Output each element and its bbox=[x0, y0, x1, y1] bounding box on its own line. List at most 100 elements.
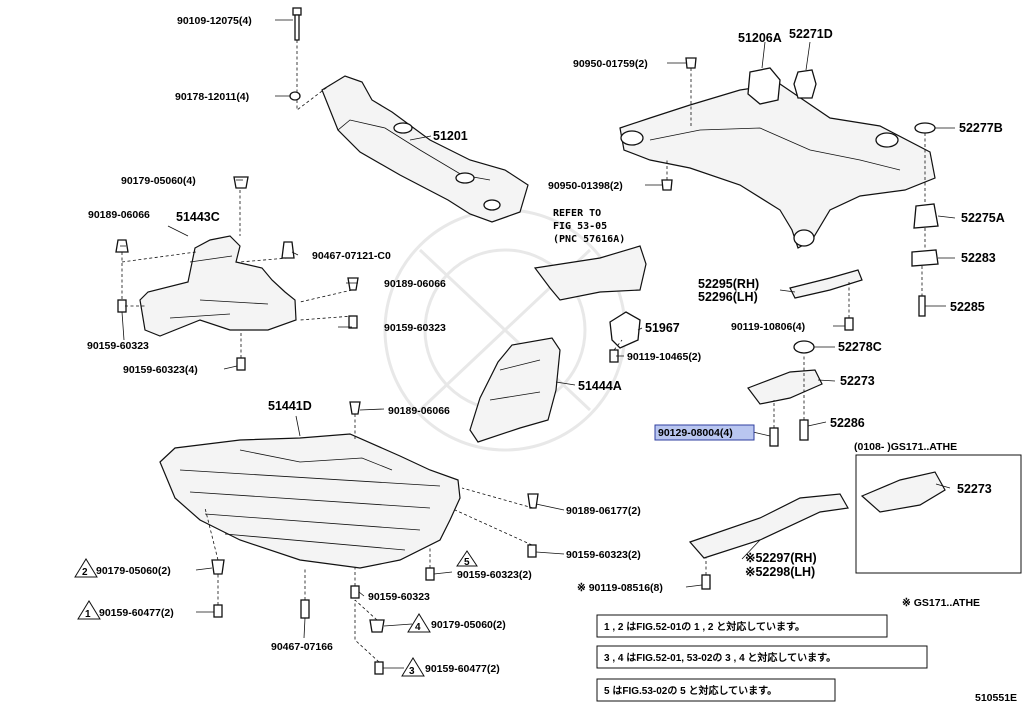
bolt-90129-08004[interactable] bbox=[769, 427, 779, 447]
clip-90189-06066-c[interactable] bbox=[349, 401, 361, 415]
bolt-90159-60323-a[interactable] bbox=[117, 299, 127, 313]
refer-text-3: (PNC 57616A) bbox=[553, 234, 625, 245]
label-90179-05060-2a: 90179-05060(2) bbox=[96, 565, 171, 577]
note-1: 1 , 2 はFIG.52-01の 1 , 2 と対応しています。 bbox=[596, 614, 888, 638]
label-51441d: 51441D bbox=[268, 399, 312, 413]
label-52295: 52295(RH) bbox=[698, 277, 759, 291]
label-52275a: 52275A bbox=[961, 211, 1005, 225]
shield-51444a[interactable] bbox=[469, 337, 561, 443]
label-51967: 51967 bbox=[645, 321, 680, 335]
bolt-90467-07166[interactable] bbox=[300, 599, 310, 619]
svg-text:3: 3 bbox=[409, 666, 415, 677]
label-52296: 52296(LH) bbox=[698, 290, 758, 304]
svg-text:2: 2 bbox=[82, 567, 88, 578]
clip-90189-06177[interactable] bbox=[527, 493, 539, 509]
crossmember-51201[interactable] bbox=[321, 75, 529, 223]
clip-90467-07121[interactable] bbox=[281, 241, 295, 259]
marker-triangle-2: 2 bbox=[74, 558, 98, 578]
washer-52277b[interactable] bbox=[914, 122, 936, 134]
clip-90179-05060-2b[interactable] bbox=[369, 619, 385, 633]
svg-text:3 , 4 はFIG.52-01, 53-02の 3 , 4: 3 , 4 はFIG.52-01, 53-02の 3 , 4 と対応しています。 bbox=[604, 651, 836, 664]
marker-triangle-1: 1 bbox=[77, 600, 101, 620]
variant-header: (0108- )GS171..ATHE bbox=[854, 441, 957, 453]
label-90119-10806: 90119-10806(4) bbox=[731, 321, 805, 333]
cushion-52275a[interactable] bbox=[913, 203, 939, 229]
label-90109-12075: 90109-12075(4) bbox=[177, 15, 252, 27]
label-90179-05060-2b: 90179-05060(2) bbox=[431, 619, 506, 631]
label-52271d: 52271D bbox=[789, 27, 833, 41]
cover-51443c[interactable] bbox=[139, 235, 297, 337]
under-cover-51441d[interactable] bbox=[159, 433, 461, 569]
label-90159-60477-2a: 90159-60477(2) bbox=[99, 607, 174, 619]
note-3: 5 はFIG.53-02の 5 と対応しています。 bbox=[596, 678, 836, 702]
bolt-90159-60323-4[interactable] bbox=[236, 357, 246, 371]
refer-bracket-57616a[interactable] bbox=[533, 245, 647, 301]
label-52273-b: 52273 bbox=[957, 482, 992, 496]
stopper-52271d[interactable] bbox=[793, 69, 817, 99]
label-90950-01398: 90950-01398(2) bbox=[548, 180, 623, 192]
nut-90950-01398[interactable] bbox=[661, 179, 673, 191]
bolt-90159-60323-2a[interactable] bbox=[527, 544, 537, 558]
label-51444a: 51444A bbox=[578, 379, 622, 393]
bracket-52273[interactable] bbox=[747, 369, 823, 405]
svg-text:1: 1 bbox=[85, 609, 91, 620]
bracket-51967[interactable] bbox=[609, 311, 641, 349]
bolt-90159-60477-2b[interactable] bbox=[374, 661, 384, 675]
diagram-code: 510551E bbox=[975, 692, 1017, 704]
marker-triangle-4: 4 bbox=[407, 613, 431, 633]
label-52297: ※52297(RH) bbox=[745, 551, 817, 565]
label-51443c: 51443C bbox=[176, 210, 220, 224]
label-51206a: 51206A bbox=[738, 31, 782, 45]
label-52283: 52283 bbox=[961, 251, 996, 265]
bolt-90119-10806[interactable] bbox=[844, 317, 854, 331]
label-90119-08516: ※ 90119-08516(8) bbox=[577, 582, 663, 594]
label-52286: 52286 bbox=[830, 416, 865, 430]
clip-90189-06066-b[interactable] bbox=[347, 277, 359, 291]
label-90189-06177: 90189-06177(2) bbox=[566, 505, 641, 517]
brace-52297-52298[interactable] bbox=[688, 493, 849, 559]
bolt-90159-60323-c[interactable] bbox=[350, 585, 360, 599]
bolt-90109-12075[interactable] bbox=[292, 7, 302, 41]
clip-90179-05060-2a[interactable] bbox=[211, 559, 225, 575]
bolt-90119-08516[interactable] bbox=[701, 574, 711, 590]
label-90159-60323-2a: 90159-60323(2) bbox=[566, 549, 641, 561]
label-52298: ※52298(LH) bbox=[745, 565, 815, 579]
variant-box bbox=[855, 454, 1022, 574]
marker-triangle-5: 5 bbox=[456, 550, 478, 568]
nut-90178-12011[interactable] bbox=[289, 91, 301, 101]
refer-text-2: FIG 53-05 bbox=[553, 221, 607, 232]
label-52278c: 52278C bbox=[838, 340, 882, 354]
bolt-90159-60477-2a[interactable] bbox=[213, 604, 223, 618]
bolt-90159-60323-b[interactable] bbox=[348, 315, 358, 329]
svg-text:4: 4 bbox=[415, 622, 421, 633]
label-90119-10465: 90119-10465(2) bbox=[627, 351, 701, 363]
label-51201: 51201 bbox=[433, 129, 468, 143]
variant-note: ※ GS171..ATHE bbox=[902, 597, 980, 609]
label-90159-60323-2b: 90159-60323(2) bbox=[457, 569, 532, 581]
label-90950-01759: 90950-01759(2) bbox=[573, 58, 648, 70]
bolt-90159-60323-2b[interactable] bbox=[425, 567, 435, 581]
highlight-box bbox=[654, 424, 755, 441]
svg-text:5: 5 bbox=[464, 557, 470, 568]
nut-90950-01759[interactable] bbox=[685, 57, 697, 69]
label-90178-12011: 90178-12011(4) bbox=[175, 91, 249, 103]
label-90159-60323-b: 90159-60323 bbox=[384, 322, 446, 334]
label-90129-08004[interactable]: 90129-08004(4) bbox=[658, 427, 733, 439]
marker-triangle-3: 3 bbox=[401, 657, 425, 677]
bolt-52285[interactable] bbox=[918, 295, 926, 317]
clip-90179-05060-4[interactable] bbox=[233, 176, 249, 189]
bolt-52286[interactable] bbox=[799, 419, 809, 441]
leader-lines bbox=[120, 19, 956, 669]
svg-text:5 はFIG.53-02の 5 と対応しています。: 5 はFIG.53-02の 5 と対応しています。 bbox=[604, 684, 777, 697]
label-52277b: 52277B bbox=[959, 121, 1003, 135]
bushing-51206a[interactable] bbox=[747, 67, 781, 105]
stopper-52278c[interactable] bbox=[793, 340, 815, 354]
retainer-52283[interactable] bbox=[911, 249, 939, 267]
label-90189-06066-a: 90189-06066 bbox=[88, 209, 150, 221]
label-90159-60323-a: 90159-60323 bbox=[87, 340, 149, 352]
brace-52295-52296[interactable] bbox=[789, 269, 863, 299]
label-90159-60477-2b: 90159-60477(2) bbox=[425, 663, 500, 675]
bracket-52273-variant[interactable] bbox=[860, 471, 946, 513]
label-90179-05060-4: 90179-05060(4) bbox=[121, 175, 196, 187]
svg-text:1 , 2 はFIG.52-01の 1 , 2 と対応してい: 1 , 2 はFIG.52-01の 1 , 2 と対応しています。 bbox=[604, 620, 805, 633]
